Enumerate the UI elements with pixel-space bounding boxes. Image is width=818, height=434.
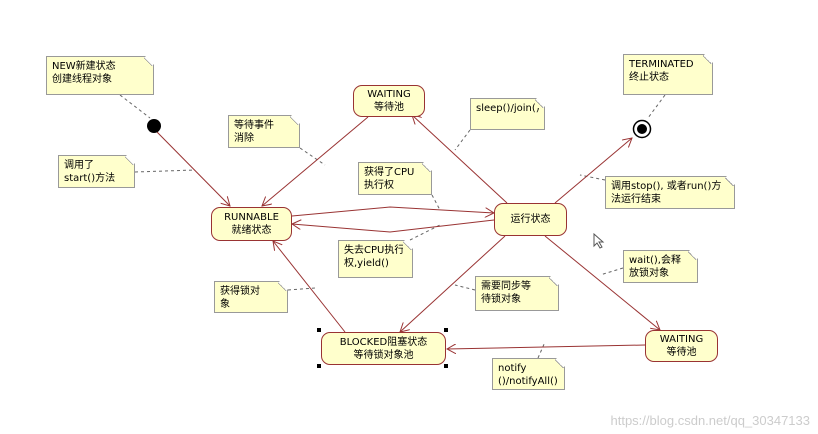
state-running[interactable]: 运行状态 bbox=[494, 203, 567, 236]
state-label: 就绪状态 bbox=[231, 225, 272, 236]
note-sleep-join[interactable]: sleep()/join() bbox=[470, 98, 545, 130]
state-label: BLOCKED阻塞状态 bbox=[339, 336, 428, 348]
state-runnable[interactable]: RUNNABLE 就绪状态 bbox=[211, 207, 292, 241]
selection-handle[interactable] bbox=[317, 364, 321, 368]
anchor-new bbox=[119, 94, 151, 119]
transition-runnable-to-running bbox=[291, 206, 494, 216]
transition-blocked-to-runnable bbox=[273, 241, 346, 333]
state-label: 等待池 bbox=[374, 102, 404, 113]
state-label: 运行状态 bbox=[510, 214, 551, 225]
final-state-dot bbox=[637, 124, 647, 134]
transition-running-to-waiting bbox=[412, 115, 508, 204]
anchor-get-lock bbox=[287, 287, 316, 291]
state-label: RUNNABLE bbox=[224, 212, 279, 223]
note-stop-run[interactable]: 调用stop(), 或者run()方 法运行结束 bbox=[605, 176, 735, 209]
anchor-terminated bbox=[647, 94, 666, 119]
selection-handle[interactable] bbox=[317, 328, 321, 332]
transition-running-to-blocked bbox=[400, 235, 506, 332]
note-start[interactable]: 调用了 start()方法 bbox=[58, 155, 135, 188]
state-label: WAITING bbox=[659, 334, 704, 345]
transition-waiting-to-runnable bbox=[262, 116, 369, 206]
transition-new-to-runnable bbox=[156, 131, 230, 206]
watermark-text: https://blog.csdn.net/qq_30347133 bbox=[610, 413, 811, 428]
note-wait-release[interactable]: wait(),会释 放锁对象 bbox=[623, 250, 698, 283]
selection-handle[interactable] bbox=[444, 364, 448, 368]
initial-state-dot bbox=[147, 119, 161, 133]
anchor-stop-run bbox=[579, 174, 606, 181]
note-new[interactable]: NEW新建状态 创建线程对象 bbox=[46, 56, 154, 95]
note-notify[interactable]: notify ()/notifyAll() bbox=[492, 358, 565, 390]
transition-running-to-waiting-right bbox=[544, 235, 660, 330]
note-terminated[interactable]: TERMINATED 终止状态 bbox=[623, 54, 713, 95]
anchor-start bbox=[134, 169, 196, 173]
note-wait-event[interactable]: 等待事件 消除 bbox=[228, 115, 300, 148]
transition-running-to-runnable bbox=[292, 220, 495, 233]
anchor-need-sync bbox=[454, 284, 476, 291]
note-lose-cpu[interactable]: 失去CPU执行 权,yield() bbox=[338, 240, 413, 278]
state-label: 等待锁对象池 bbox=[353, 349, 414, 361]
state-label: WAITING bbox=[367, 89, 411, 100]
selection-handle[interactable] bbox=[444, 328, 448, 332]
anchor-sleep-join bbox=[454, 129, 471, 151]
note-get-cpu[interactable]: 获得了CPU 执行权 bbox=[358, 162, 432, 195]
state-blocked[interactable]: BLOCKED阻塞状态 等待锁对象池 bbox=[321, 332, 446, 365]
note-get-lock[interactable]: 获得锁对 象 bbox=[214, 281, 288, 313]
transition-waiting-right-to-blocked bbox=[447, 345, 646, 349]
note-need-sync[interactable]: 需要同步等 待锁对象 bbox=[475, 276, 559, 311]
state-waiting-top[interactable]: WAITING 等待池 bbox=[353, 85, 425, 117]
state-label: 等待池 bbox=[666, 347, 697, 358]
transition-running-to-terminated bbox=[554, 138, 632, 204]
anchor-get-cpu bbox=[431, 194, 441, 211]
anchor-notify bbox=[537, 341, 546, 359]
anchor-wait-release bbox=[599, 267, 624, 276]
state-waiting-right[interactable]: WAITING 等待池 bbox=[645, 330, 718, 362]
anchor-wait-event bbox=[299, 147, 326, 166]
mouse-cursor-icon bbox=[593, 233, 605, 249]
